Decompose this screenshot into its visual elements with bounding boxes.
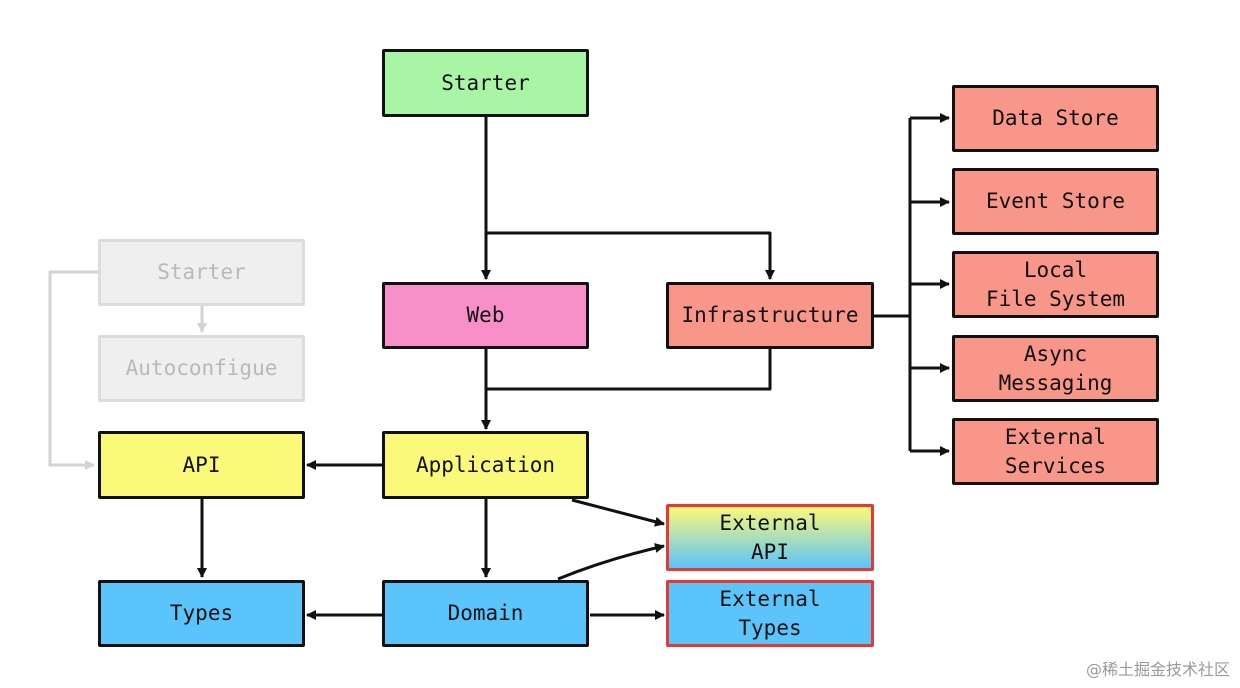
infrastructure-box: Infrastructure — [666, 282, 874, 349]
edge-domain-external-api — [557, 543, 665, 581]
ghost-autoconfigure-box: Autoconfigue — [98, 335, 305, 402]
watermark: @稀土掘金技术社区 — [1085, 660, 1230, 679]
external-services-box: External Services — [952, 418, 1159, 485]
web-box: Web — [382, 282, 589, 349]
domain-box: Domain — [382, 580, 589, 647]
types-box: Types — [98, 580, 305, 647]
data-store-box: Data Store — [952, 85, 1159, 152]
application-box: Application — [382, 431, 589, 499]
api-box: API — [98, 431, 305, 499]
ghost-starter-box: Starter — [98, 239, 305, 306]
local-file-system-box: Local File System — [952, 251, 1159, 318]
async-messaging-box: Async Messaging — [952, 335, 1159, 402]
edge-infrastructure-application — [486, 349, 772, 391]
external-types-box: External Types — [666, 580, 874, 647]
external-api-box: External API — [666, 504, 874, 571]
event-store-box: Event Store — [952, 168, 1159, 235]
edge-ghost-starter-api — [48, 270, 98, 470]
edge-starter-infrastructure — [486, 231, 775, 280]
edge-application-external-api — [571, 498, 665, 527]
starter-box: Starter — [382, 49, 589, 117]
